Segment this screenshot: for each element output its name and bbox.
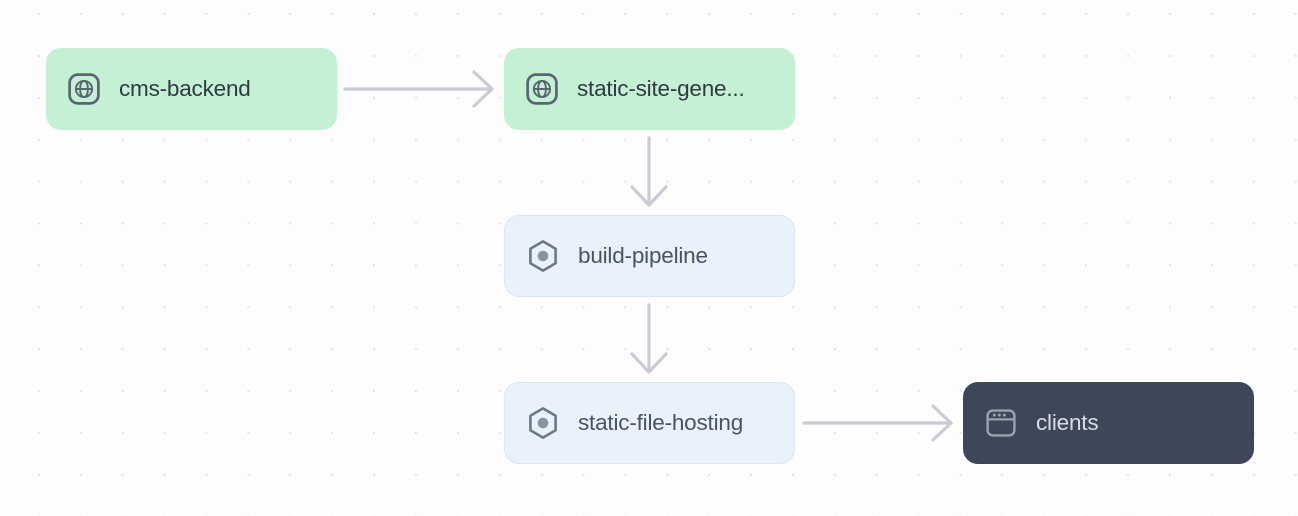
edge-ssg-to-build[interactable]: [630, 136, 668, 207]
node-label: clients: [1036, 410, 1099, 435]
globe-icon: [67, 72, 101, 106]
hexagon-node-icon: [526, 406, 560, 440]
hexagon-node-icon: [526, 239, 560, 273]
globe-icon: [525, 72, 559, 106]
browser-window-icon: [984, 406, 1018, 440]
edge-cms-to-ssg[interactable]: [343, 70, 494, 108]
node-cms-backend[interactable]: cms-backend: [46, 48, 337, 130]
edge-build-to-hosting[interactable]: [630, 303, 668, 374]
node-label: static-site-gene...: [577, 76, 745, 101]
node-label: cms-backend: [119, 76, 251, 101]
node-build-pipeline[interactable]: build-pipeline: [504, 215, 795, 297]
node-static-site-generator[interactable]: static-site-gene...: [504, 48, 795, 130]
node-label: static-file-hosting: [578, 410, 744, 435]
edge-hosting-to-clients[interactable]: [802, 404, 953, 442]
node-static-file-hosting[interactable]: static-file-hosting: [504, 382, 795, 464]
node-label: build-pipeline: [578, 243, 708, 268]
node-clients[interactable]: clients: [963, 382, 1254, 464]
